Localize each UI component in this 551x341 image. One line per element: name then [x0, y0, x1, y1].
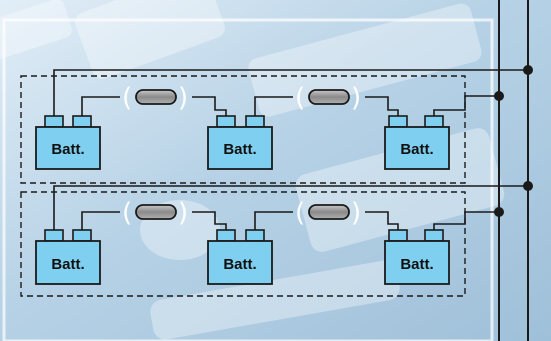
link-wire [254, 96, 293, 116]
battery-terminal [72, 115, 92, 128]
left-paren: ( [122, 83, 132, 113]
main-negative-wire [433, 95, 499, 116]
link-wire [81, 211, 120, 230]
link-wire [365, 96, 399, 116]
fuse-icon [308, 204, 350, 220]
right-paren: ) [178, 198, 188, 228]
battery-body [35, 126, 101, 170]
battery-body [207, 126, 273, 170]
link-wire [365, 211, 399, 230]
main-positive-wire [53, 185, 528, 230]
bus-junction-dot [494, 91, 504, 101]
right-paren: ) [351, 83, 361, 113]
battery-terminal [388, 229, 408, 242]
battery-label: Batt. [223, 141, 256, 158]
battery-terminal [44, 229, 64, 242]
link-wire [192, 96, 227, 116]
right-paren: ) [178, 83, 188, 113]
battery-terminal [216, 115, 236, 128]
battery: Batt. [207, 229, 273, 285]
battery: Batt. [35, 229, 101, 285]
bus-junction-dot [523, 181, 533, 191]
main-positive-wire [53, 69, 528, 116]
battery-terminal [245, 229, 265, 242]
battery-label: Batt. [400, 141, 433, 158]
left-paren: ( [295, 83, 305, 113]
link-wire [192, 211, 227, 230]
background-keyboard-photo [0, 0, 505, 340]
left-paren: ( [295, 198, 305, 228]
group-boundary-dashed [20, 191, 466, 297]
battery-terminal [72, 229, 92, 242]
fuse-icon [308, 89, 350, 105]
battery-label: Batt. [223, 256, 256, 273]
fuse-icon [135, 204, 177, 220]
battery: Batt. [207, 115, 273, 170]
battery-terminal [216, 229, 236, 242]
fuse-link: ( ) [295, 198, 361, 228]
battery-terminal [388, 115, 408, 128]
battery-label: Batt. [51, 141, 84, 158]
battery-terminal [424, 229, 444, 242]
bus-junction-dot [494, 207, 504, 217]
battery-label: Batt. [400, 256, 433, 273]
bus-junction-dot [523, 65, 533, 75]
battery-terminal [245, 115, 265, 128]
battery-terminal [44, 115, 64, 128]
link-wire [81, 96, 120, 116]
right-paren: ) [351, 198, 361, 228]
battery-group-2: ( ) ( ) Batt. Batt. [20, 181, 533, 297]
fuse-link: ( ) [295, 83, 361, 113]
link-wire [254, 211, 293, 230]
battery: Batt. [384, 229, 450, 285]
group-boundary-dashed [20, 75, 466, 184]
left-paren: ( [122, 198, 132, 228]
inner-frame [2, 18, 494, 341]
battery-body [207, 240, 273, 285]
battery-body [35, 240, 101, 285]
fuse-link: ( ) [122, 198, 188, 228]
fuse-link: ( ) [122, 83, 188, 113]
battery-body [384, 126, 450, 170]
battery-label: Batt. [51, 256, 84, 273]
battery: Batt. [35, 115, 101, 170]
battery-group-1: ( ) ( ) Batt. Batt. [20, 65, 533, 184]
battery-body [384, 240, 450, 285]
fuse-icon [135, 89, 177, 105]
main-negative-wire [433, 211, 499, 230]
battery: Batt. [384, 115, 450, 170]
battery-terminal [424, 115, 444, 128]
